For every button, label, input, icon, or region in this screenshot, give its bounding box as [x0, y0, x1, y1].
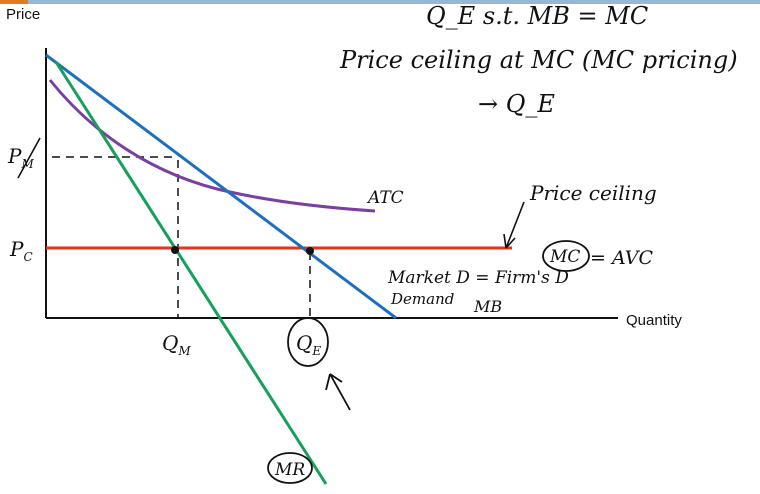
- qe-circle: [287, 317, 329, 367]
- mr-circle: [267, 452, 313, 484]
- mr-label: MR: [274, 460, 305, 480]
- avc-label: = AVC: [590, 247, 653, 269]
- market-d-label: Market D = Firm's D: [387, 268, 569, 288]
- y-axis-label: Price: [6, 6, 40, 23]
- x-axis-label: Quantity: [626, 312, 682, 329]
- y-tick-pm: PM: [7, 144, 34, 171]
- mb-label: MB: [473, 297, 502, 316]
- note-line-2: Price ceiling at MC (MC pricing): [339, 46, 738, 74]
- atc-curve: [48, 79, 376, 213]
- note-line-3: → Q_E: [478, 90, 555, 118]
- y-tick-pc: PC: [9, 237, 33, 264]
- mr-line: [54, 61, 328, 485]
- x-tick-qm: QM: [162, 331, 191, 358]
- note-line-1: Q_E s.t. MB = MC: [426, 2, 648, 30]
- mc-label: MC: [549, 247, 580, 267]
- pm-strike: [17, 137, 41, 179]
- top-bar: [0, 0, 760, 4]
- mc-circle: [542, 240, 590, 272]
- qe-arrow-head: [325, 373, 343, 391]
- qe-arrow-shaft: [329, 373, 351, 411]
- price-ceiling-label: Price ceiling: [529, 181, 657, 205]
- mr-mc-point: [171, 246, 179, 254]
- atc-label: ATC: [366, 188, 404, 208]
- ceiling-pointer: [505, 201, 525, 249]
- ceiling-pointer-head: [503, 233, 516, 249]
- demand-line: [45, 53, 397, 320]
- top-bar-accent: [0, 0, 28, 4]
- demand-label: Demand: [390, 290, 454, 308]
- demand-mc-point: [306, 247, 314, 255]
- x-tick-qe: QE: [296, 331, 321, 358]
